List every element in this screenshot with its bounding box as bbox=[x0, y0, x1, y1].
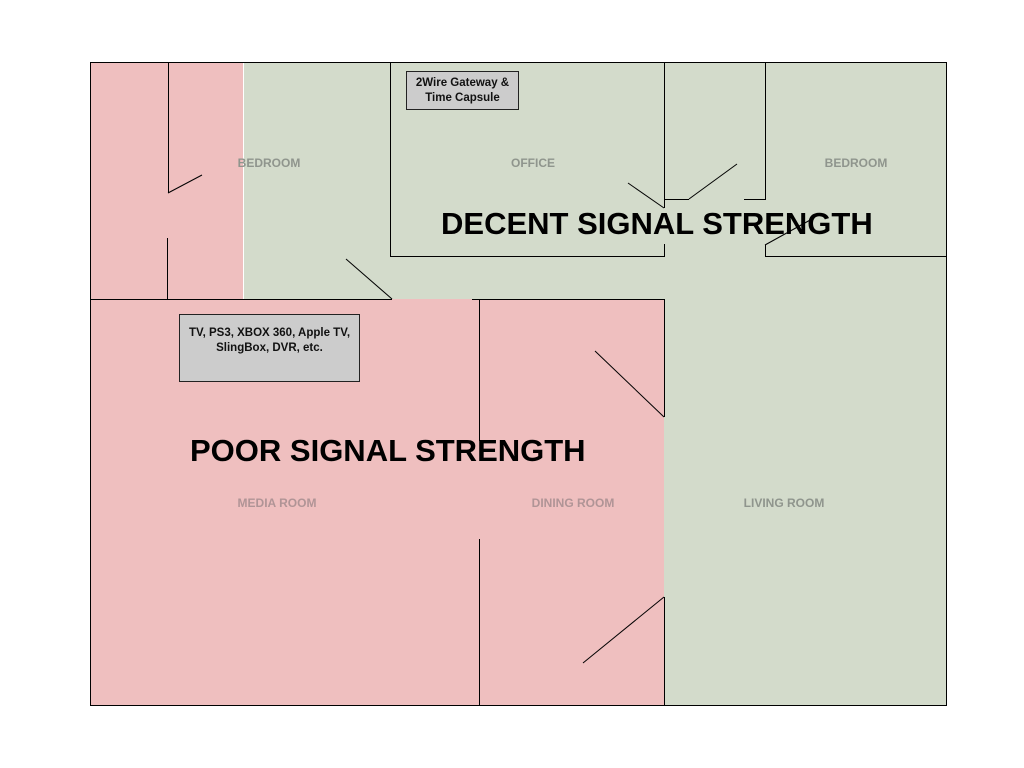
room-label-dining-room: DINING ROOM bbox=[531, 496, 615, 510]
room-label-media-room: MEDIA ROOM bbox=[237, 496, 317, 510]
room-label-office: OFFICE bbox=[511, 156, 555, 170]
gateway-device-box: 2Wire Gateway & Time Capsule bbox=[406, 71, 519, 110]
gateway-device-line2: Time Capsule bbox=[425, 91, 500, 104]
media-devices-line2: SlingBox, DVR, etc. bbox=[216, 342, 323, 354]
room-label-bedroom-right: BEDROOM bbox=[824, 156, 888, 170]
media-devices-box: TV, PS3, XBOX 360, Apple TV, SlingBox, D… bbox=[179, 314, 360, 382]
decent-signal-label: DECENT SIGNAL STRENGTH bbox=[441, 206, 873, 241]
media-devices-line1: TV, PS3, XBOX 360, Apple TV, bbox=[188, 327, 351, 339]
room-label-living-room: LIVING ROOM bbox=[743, 496, 825, 510]
poor-signal-zone-white-edge bbox=[243, 63, 244, 300]
poor-signal-label: POOR SIGNAL STRENGTH bbox=[190, 433, 586, 468]
room-label-bedroom-left: BEDROOM bbox=[237, 156, 301, 170]
gateway-device-line1: 2Wire Gateway & bbox=[415, 76, 510, 89]
